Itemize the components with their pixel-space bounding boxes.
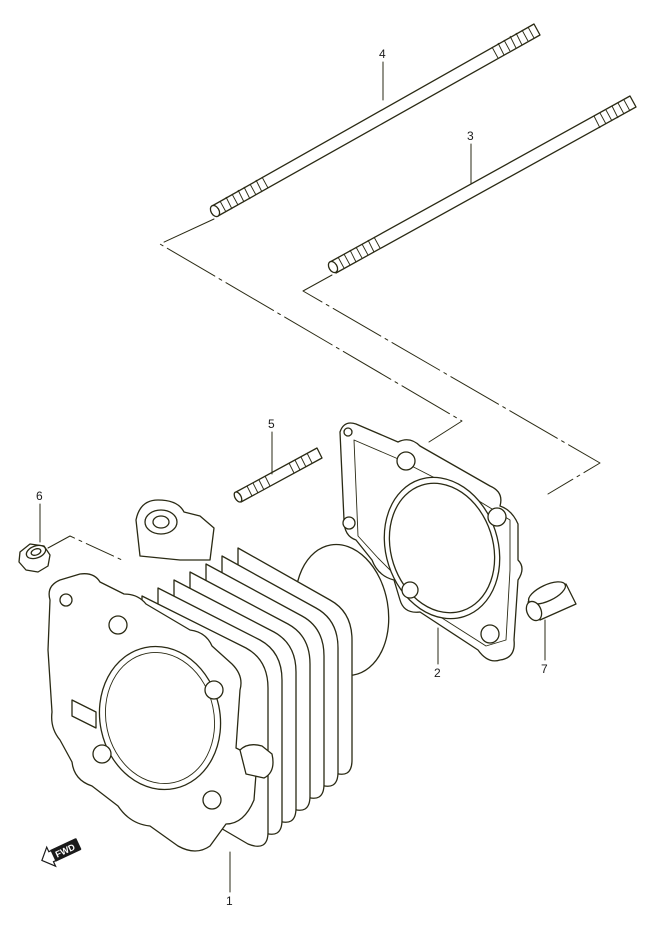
- cylinder-gasket-part-2: [339, 422, 523, 662]
- cylinder-block-part-1: [47, 499, 390, 852]
- callout-7: 7: [541, 662, 548, 676]
- stud-bolt-part-4: [209, 23, 541, 218]
- assembly-leader-lines: [47, 218, 601, 561]
- callout-leaders: [39, 61, 546, 893]
- callout-3: 3: [467, 129, 474, 143]
- callout-5: 5: [268, 417, 275, 431]
- cap-nut-part-6: [18, 543, 51, 573]
- callout-6: 6: [36, 489, 43, 503]
- forward-direction-badge: FWD: [41, 838, 82, 868]
- callout-2: 2: [434, 666, 441, 680]
- callout-4: 4: [379, 47, 386, 61]
- stud-bolt-part-3: [327, 95, 637, 274]
- stud-bolt-part-5: [233, 447, 323, 503]
- callout-labels: 4 3 5 6 2 7 1: [36, 47, 548, 908]
- callout-1: 1: [226, 894, 233, 908]
- dowel-pin-part-7: [525, 581, 577, 622]
